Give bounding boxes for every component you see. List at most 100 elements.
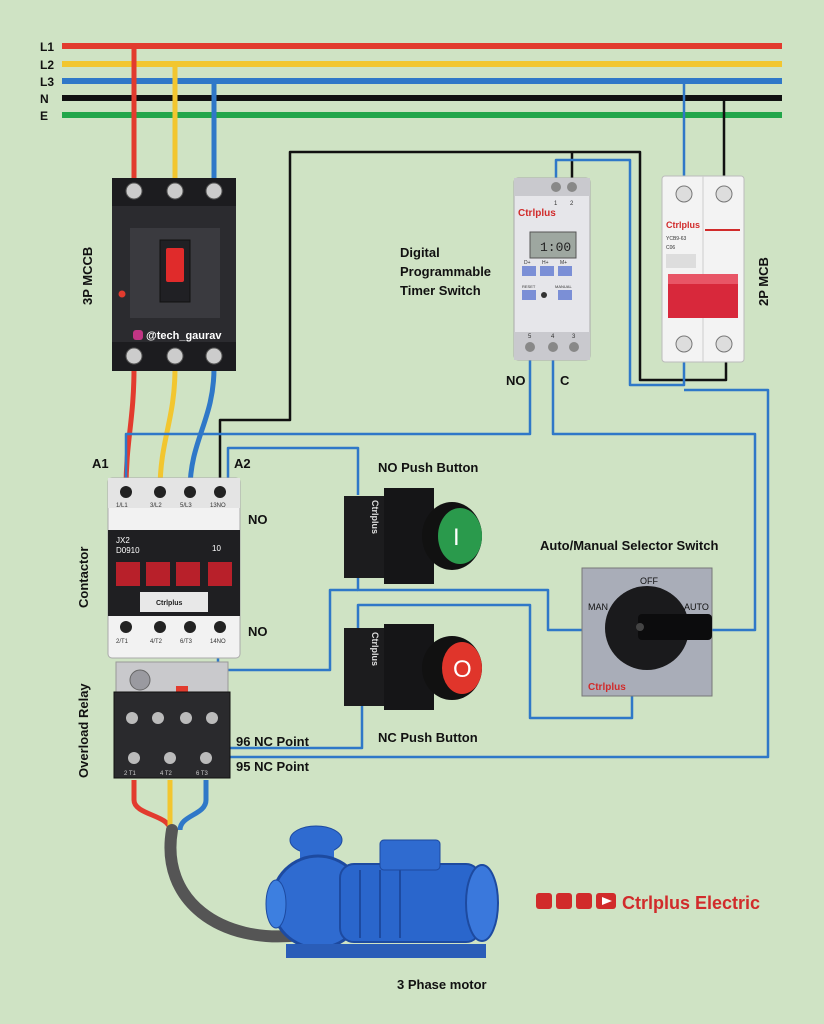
three-phase-motor: 3 Phase motor	[265, 825, 499, 992]
wire-13no-to-no-button	[226, 446, 360, 495]
contactor-a2-label: A2	[234, 456, 251, 471]
contactor-no-top-label: NO	[248, 512, 268, 527]
contactor-model-1: JX2	[116, 536, 130, 545]
timer-terminal-5: 5	[528, 334, 532, 340]
selector-brand: Ctrlplus	[588, 682, 626, 693]
bus-l1-label: L1	[40, 40, 54, 54]
mcb-label: 2P MCB	[756, 257, 771, 306]
contactor-term-14no: 14NO	[210, 639, 226, 645]
selector-off-label: OFF	[640, 576, 658, 586]
selector-knob-handle[interactable]	[638, 614, 712, 640]
no-push-button[interactable]: Ctrlplus I NO Push Button	[344, 460, 482, 584]
overload-term-2t1: 2 T1	[124, 771, 137, 777]
selector-auto-label: AUTO	[684, 602, 709, 612]
bus-l2-label: L2	[40, 58, 54, 72]
bus-l3-label: L3	[40, 75, 54, 89]
web-icon	[576, 893, 592, 909]
motor-terminal-box	[379, 839, 441, 871]
timer-terminal-2: 2	[570, 201, 574, 207]
contactor-no-bottom-label: NO	[248, 624, 268, 639]
contactor-term-1l1: 1/L1	[116, 503, 128, 509]
timer-terminal-1: 1	[554, 201, 558, 207]
facebook-icon	[536, 893, 552, 909]
brand-footer: Ctrlplus Electric	[536, 893, 760, 913]
wire-96-nc	[205, 700, 364, 750]
bus-bars: L1 L2 L3 N E	[40, 40, 782, 123]
no-button-symbol: I	[453, 524, 460, 551]
wire-no-button-to-man	[356, 575, 582, 632]
timer-label-1: Digital	[400, 245, 440, 260]
selector-switch[interactable]: OFF MAN AUTO Ctrlplus Auto/Manual Select…	[540, 538, 718, 697]
wire-ol-to-motor-3	[177, 780, 209, 831]
mccb-handle[interactable]	[166, 248, 184, 282]
timer-switch[interactable]: 1 2 Ctrlplus 1:00 D+ H+ M+ RESET MANUAL …	[400, 177, 591, 388]
contactor-aux: 10	[212, 544, 221, 553]
timer-button-reset[interactable]	[522, 290, 536, 300]
mcb-model: YCB9-63	[666, 236, 687, 242]
timer-button-h-label: H+	[542, 260, 549, 266]
mccb-label: 3P MCCB	[80, 247, 95, 305]
contactor-term-3l2: 3/L2	[150, 503, 162, 509]
instagram-icon	[133, 330, 143, 340]
bus-n-label: N	[40, 92, 49, 106]
contactor-term-13no: 13NO	[210, 503, 226, 509]
timer-terminal-4: 4	[551, 334, 555, 340]
timer-label-3: Timer Switch	[400, 283, 481, 298]
contactor[interactable]: 1/L1 3/L2 5/L3 13NO JX2 D0910 10 Ctrlplu…	[76, 456, 268, 659]
timer-button-d[interactable]	[522, 266, 536, 276]
contactor-term-4t2: 4/T2	[150, 639, 163, 645]
mccb-3p[interactable]: @tech_gaurav 3P MCCB	[80, 178, 236, 371]
nc-push-button[interactable]: Ctrlplus O NC Push Button	[344, 624, 482, 745]
timer-button-m[interactable]	[558, 266, 572, 276]
wire-ol-to-motor-1	[131, 780, 173, 831]
mcb-brand: Ctrlplus	[666, 220, 700, 230]
timer-label-2: Programmable	[400, 264, 491, 279]
timer-brand: Ctrlplus	[518, 208, 556, 219]
motor-label: 3 Phase motor	[397, 977, 487, 992]
wire-mcb-to-timer	[554, 158, 686, 387]
control-wires	[124, 81, 770, 759]
wire-nc-button-to-selector	[356, 603, 634, 720]
timer-manual-label: MANUAL	[555, 284, 572, 289]
mcb-2p[interactable]: Ctrlplus YCB9-63 C06 2P MCB	[661, 175, 771, 363]
timer-button-d-label: D+	[524, 260, 531, 266]
timer-button-manual[interactable]	[558, 290, 572, 300]
overload-relay[interactable]: 2 T1 4 T2 6 T3 96 NC Point 95 NC Point O…	[76, 661, 310, 779]
overload-term-6t3: 6 T3	[196, 771, 209, 777]
no-button-contact-block	[344, 496, 384, 578]
mccb-handle-text: @tech_gaurav	[146, 330, 222, 342]
instagram-icon-footer	[556, 893, 572, 909]
wire-a2-neutral	[218, 150, 728, 490]
brand-text: Ctrlplus Electric	[622, 893, 760, 913]
nc-button-brand: Ctrlplus	[370, 632, 380, 666]
wire-mccb-to-contactor-l3	[187, 367, 217, 491]
nc-button-contact-block	[344, 628, 384, 706]
no-button-brand: Ctrlplus	[370, 500, 380, 534]
selector-label: Auto/Manual Selector Switch	[540, 538, 718, 553]
contactor-brand: Ctrlplus	[156, 600, 183, 607]
timer-c-label: C	[560, 373, 570, 388]
wire-mccb-to-contactor-l2	[157, 367, 178, 491]
nc-button-cap[interactable]	[442, 642, 482, 694]
no-button-label: NO Push Button	[378, 460, 478, 475]
nc-button-label: NC Push Button	[378, 730, 478, 745]
no-button-cap[interactable]	[438, 508, 482, 564]
overload-reset-button[interactable]	[176, 686, 188, 694]
timer-no-label: NO	[506, 373, 526, 388]
contactor-label: Contactor	[76, 547, 91, 608]
mcb-rating: C06	[666, 245, 675, 251]
selector-man-label: MAN	[588, 602, 608, 612]
timer-reset-label: RESET	[522, 284, 536, 289]
nc-button-symbol: O	[453, 656, 472, 683]
contactor-model-2: D0910	[116, 546, 140, 555]
overload-95-label: 95 NC Point	[236, 759, 310, 774]
contactor-term-2t1: 2/T1	[116, 639, 129, 645]
overload-body	[113, 691, 231, 779]
overload-96-label: 96 NC Point	[236, 734, 310, 749]
timer-terminal-3: 3	[572, 334, 576, 340]
timer-button-h[interactable]	[540, 266, 554, 276]
overload-term-4t2: 4 T2	[160, 771, 173, 777]
timer-button-m-label: M+	[560, 260, 567, 266]
